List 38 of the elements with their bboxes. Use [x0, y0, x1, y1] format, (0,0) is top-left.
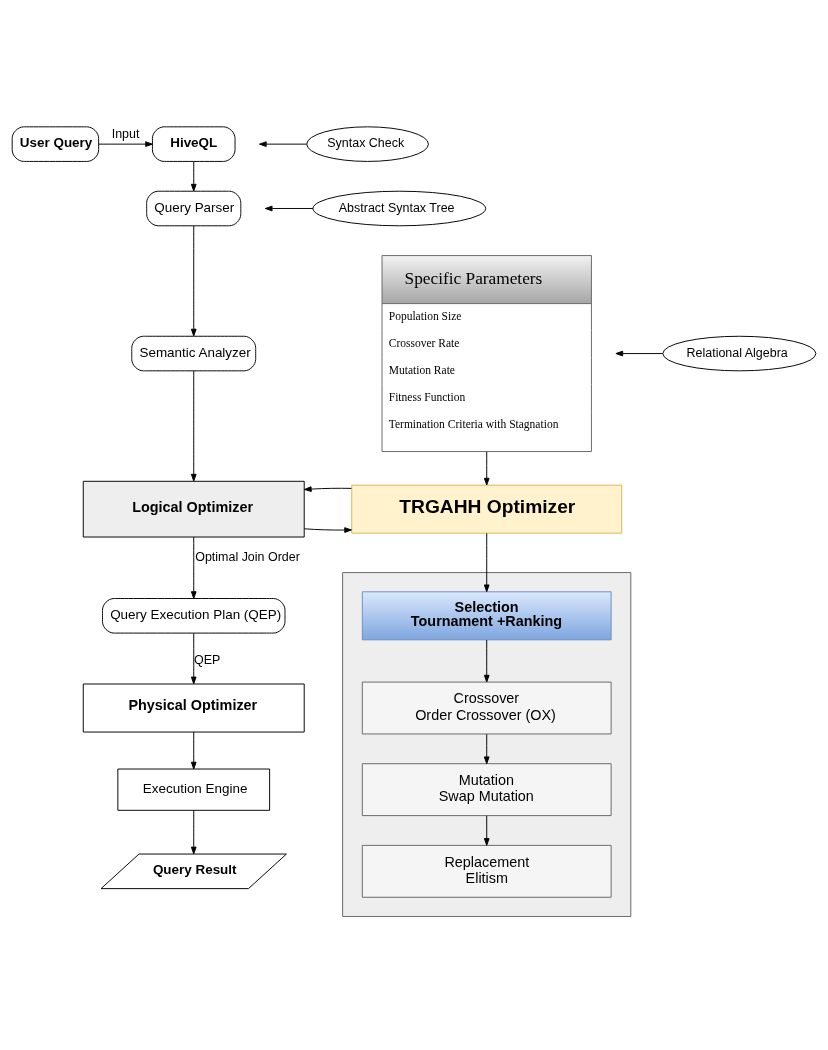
- node-box: User Query: [11, 125, 100, 162]
- arrow: [190, 632, 197, 684]
- node-box: Logical Optimizer: [82, 480, 305, 537]
- node-box: Selection Tournament +Ranking: [361, 590, 612, 640]
- arrow: [483, 532, 490, 592]
- node-box: Replacement Elitism: [361, 844, 612, 898]
- node-ellipse: Relational Algebra: [662, 335, 817, 371]
- arrow: [190, 369, 197, 482]
- node-box: Query Execution Plan (QEP): [102, 597, 286, 634]
- arrow: [483, 733, 490, 764]
- edge-label: Optimal Join Order: [195, 549, 300, 564]
- node-ellipse: Abstract Syntax Tree: [312, 190, 487, 226]
- arrow: [264, 205, 314, 211]
- edge-label: Input: [111, 126, 140, 141]
- node-box: HiveQL: [151, 125, 236, 162]
- arrow: [190, 536, 197, 599]
- node-box: Semantic Analyzer: [131, 335, 257, 371]
- arrow: [190, 731, 197, 769]
- edge-label: QEP: [194, 652, 221, 667]
- node-box: Crossover Order Crossover (OX): [361, 681, 612, 734]
- arrow: [190, 160, 197, 191]
- node-box: TRGAHH Optimizer: [351, 484, 623, 534]
- arrow: [304, 485, 352, 492]
- node-ellipse: Syntax Check: [306, 125, 429, 162]
- arrow: [483, 639, 490, 682]
- node-box: Physical Optimizer: [82, 683, 305, 732]
- arrow: [190, 809, 197, 854]
- arrow: [304, 526, 352, 533]
- cluster: [342, 571, 632, 917]
- arrow: [190, 224, 197, 336]
- arrow: [483, 814, 490, 846]
- arrow: [483, 450, 490, 485]
- arrow: [259, 140, 308, 147]
- node-box: Query Parser: [146, 190, 242, 226]
- node-box: Execution Engine: [117, 768, 271, 811]
- node-box: Mutation Swap Mutation: [361, 762, 612, 816]
- arrow: [98, 140, 153, 147]
- arrow: [615, 350, 664, 356]
